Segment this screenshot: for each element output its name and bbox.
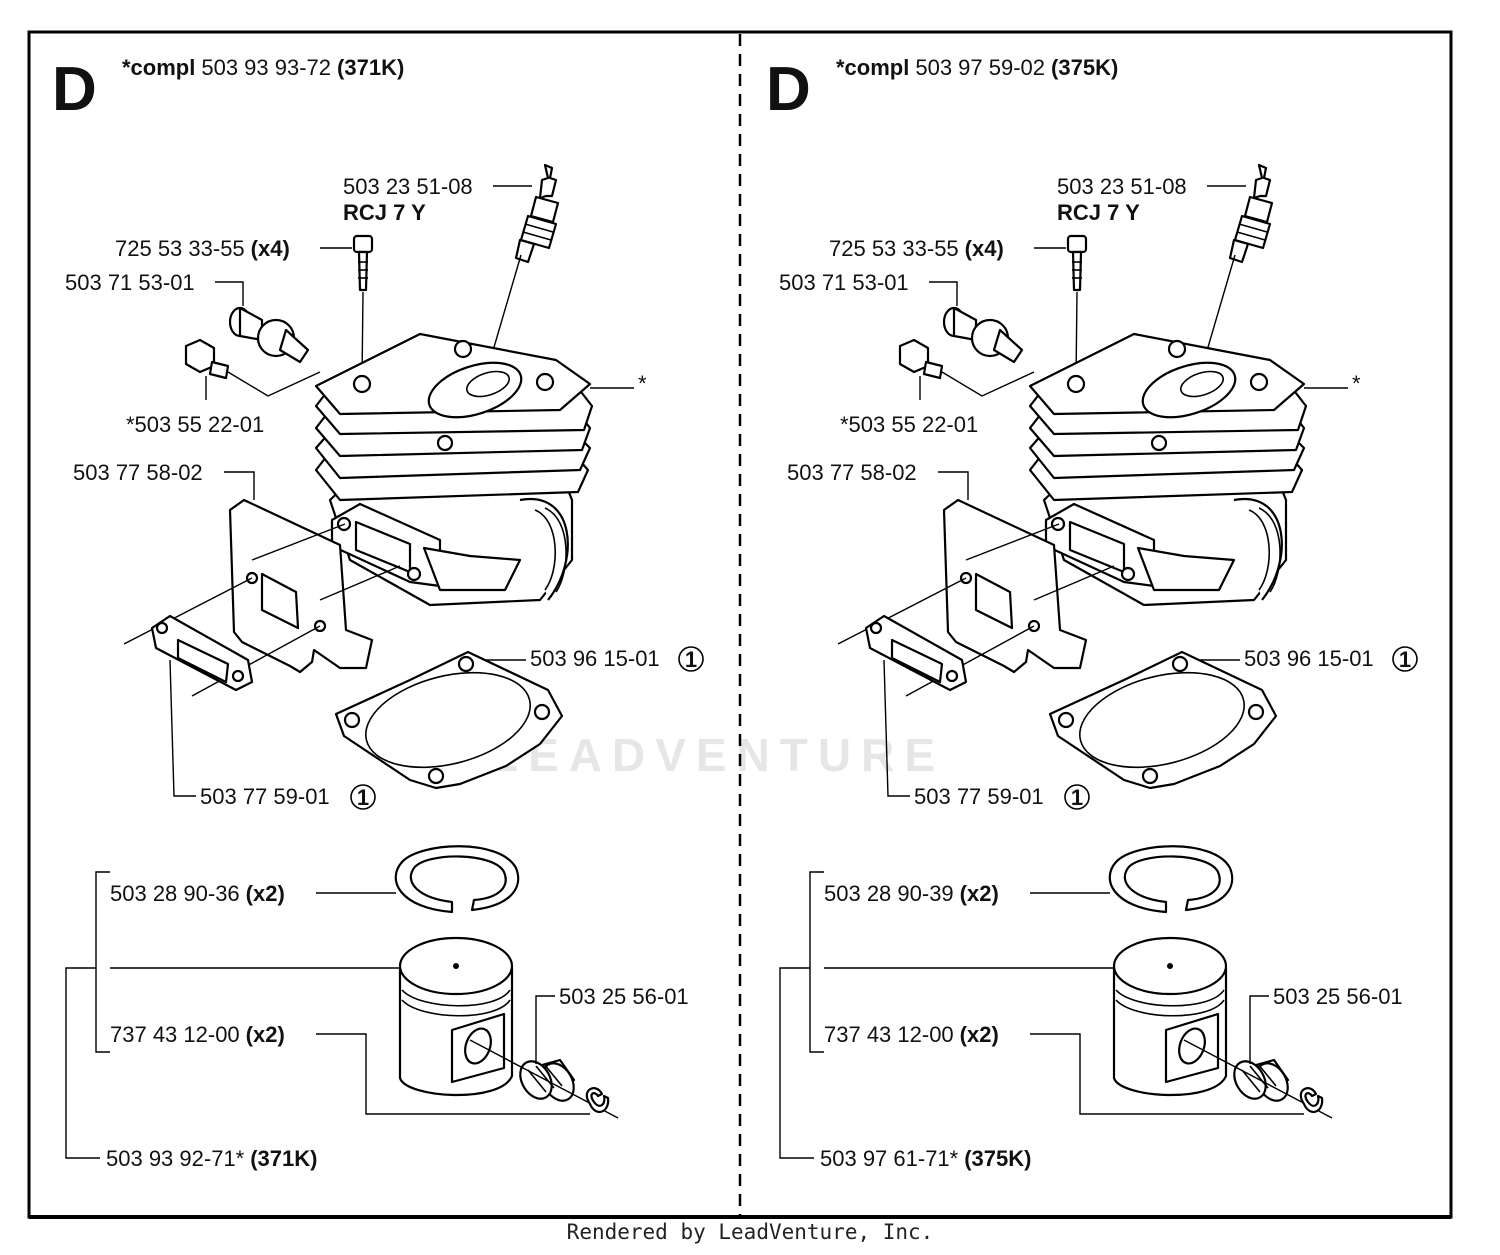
spark-plug-number: 503 23 51-08 bbox=[343, 174, 473, 199]
plug-number: *503 55 22-01 bbox=[126, 412, 264, 437]
cylinder-number: * bbox=[638, 371, 647, 396]
circlip-icon bbox=[585, 1087, 610, 1114]
cylinder-gasket-number: 503 96 15-01 bbox=[1244, 646, 1374, 671]
needle-bearing-number: 503 25 56-01 bbox=[559, 984, 689, 1009]
muffler-gasket-ref: 1 bbox=[357, 785, 369, 810]
cylinder-gasket-ref: 1 bbox=[1399, 647, 1411, 672]
cylinder-gasket-number: 503 96 15-01 bbox=[530, 646, 660, 671]
watermark: LEADVENTURE bbox=[490, 729, 946, 781]
circlip-label: 737 43 12-00(x2) bbox=[824, 1022, 999, 1047]
muffler-gasket-number: 503 77 59-01 bbox=[200, 784, 330, 809]
cylinder-gasket-icon bbox=[1048, 650, 1278, 790]
cylinder-gasket-ref: 1 bbox=[685, 647, 697, 672]
screw-label: 725 53 33-55(x4) bbox=[829, 236, 1004, 261]
circlip-label: 737 43 12-00(x2) bbox=[110, 1022, 285, 1047]
decompression-valve-number: 503 71 53-01 bbox=[65, 270, 195, 295]
muffler-gasket-icon bbox=[150, 614, 254, 692]
decompression-valve-icon bbox=[942, 306, 1024, 364]
cylinder-icon bbox=[1028, 332, 1308, 607]
heat-shield-number: 503 77 58-02 bbox=[73, 460, 203, 485]
spark-plug-note: RCJ 7 Y bbox=[1057, 200, 1140, 225]
piston-ring-label: 503 28 90-36(x2) bbox=[110, 881, 285, 906]
decompression-valve-number: 503 71 53-01 bbox=[779, 270, 909, 295]
piston-ring-icon bbox=[394, 845, 520, 914]
piston-ring-icon bbox=[1108, 845, 1234, 914]
cylinder-number: * bbox=[1352, 371, 1361, 396]
heat-shield-icon bbox=[942, 498, 1088, 674]
muffler-gasket-ref: 1 bbox=[1071, 785, 1083, 810]
plug-number: *503 55 22-01 bbox=[840, 412, 978, 437]
piston-label: 503 97 61-71*(375K) bbox=[820, 1146, 1031, 1171]
piston-ring-label: 503 28 90-39(x2) bbox=[824, 881, 999, 906]
plug-icon bbox=[184, 338, 230, 380]
footer-credit: Rendered by LeadVenture, Inc. bbox=[566, 1220, 934, 1244]
muffler-gasket-icon bbox=[864, 614, 968, 692]
panel-letter: D bbox=[766, 55, 811, 124]
spark-plug-icon bbox=[1228, 163, 1274, 264]
muffler-gasket-number: 503 77 59-01 bbox=[914, 784, 1044, 809]
screw-icon bbox=[352, 234, 374, 292]
needle-bearing-icon bbox=[1233, 1058, 1290, 1102]
heat-shield-icon bbox=[228, 498, 374, 674]
cylinder-gasket-icon bbox=[334, 650, 564, 790]
needle-bearing-number: 503 25 56-01 bbox=[1273, 984, 1403, 1009]
piston-icon bbox=[398, 936, 514, 1097]
spark-plug-number: 503 23 51-08 bbox=[1057, 174, 1187, 199]
plug-icon bbox=[898, 338, 944, 380]
screw-icon bbox=[1066, 234, 1088, 292]
decompression-valve-icon bbox=[228, 306, 310, 364]
cylinder-icon bbox=[314, 332, 594, 607]
screw-label: 725 53 33-55(x4) bbox=[115, 236, 290, 261]
spark-plug-note: RCJ 7 Y bbox=[343, 200, 426, 225]
piston-label: 503 93 92-71*(371K) bbox=[106, 1146, 317, 1171]
panel-letter: D bbox=[52, 55, 97, 124]
spark-plug-icon bbox=[514, 163, 560, 264]
circlip-icon bbox=[1299, 1087, 1324, 1114]
piston-icon bbox=[1112, 936, 1228, 1097]
heat-shield-number: 503 77 58-02 bbox=[787, 460, 917, 485]
